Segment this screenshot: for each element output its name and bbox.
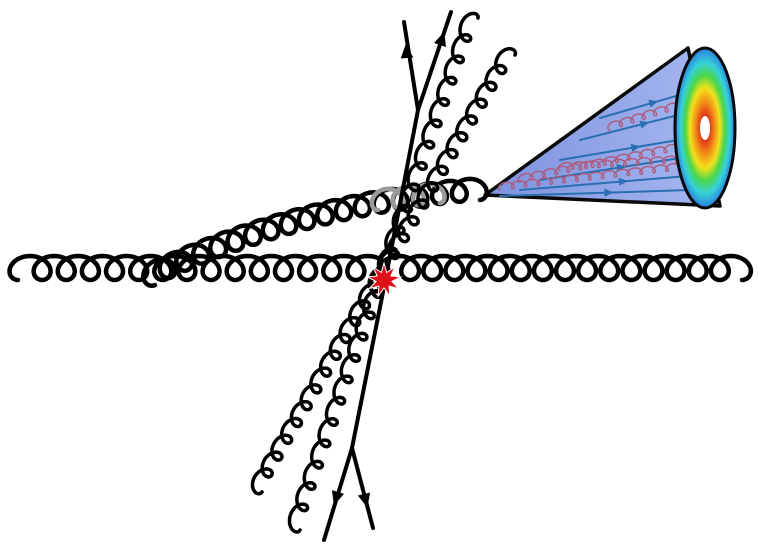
- jet-cone: [485, 48, 735, 208]
- quark-line-down-left: [324, 282, 385, 540]
- beam-gluon-right: [379, 256, 751, 280]
- quark-arrow-down-left: [332, 490, 344, 505]
- quark-line-down-right: [352, 448, 373, 528]
- quark-arrow-up-right: [434, 32, 446, 47]
- quark-line-up-right: [418, 12, 451, 110]
- jet-core-white: [700, 116, 710, 140]
- beam-gluon-left: [10, 256, 389, 280]
